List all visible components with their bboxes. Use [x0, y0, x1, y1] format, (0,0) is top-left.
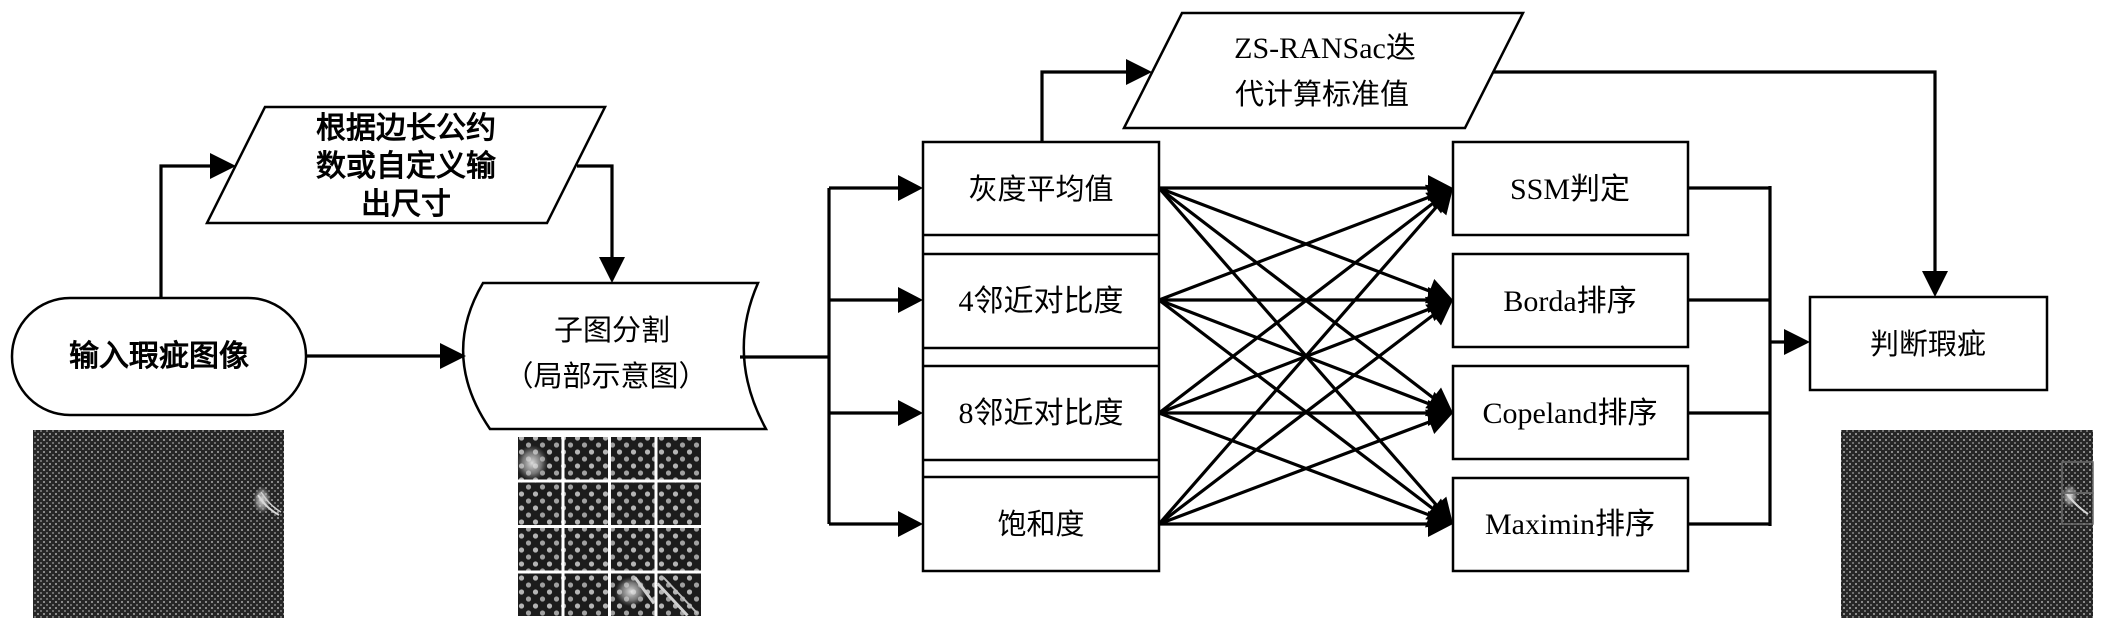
judge-defect-node[interactable]: 判断瑕疵 [1808, 295, 2049, 392]
subimage-tile-2-0 [518, 528, 562, 571]
arrowhead-icon [1922, 271, 1948, 297]
arrowhead-icon [210, 153, 236, 179]
subimage-tile-2-2 [611, 528, 655, 571]
subimage-tile-2-3 [657, 528, 701, 571]
edge-feature-1-to-method-0 [1158, 193, 1435, 302]
judge-defect-label: 判断瑕疵 [1870, 327, 1986, 361]
edge-feature-2-to-method-0 [1158, 198, 1439, 415]
ransac-line-2: 代计算标准值 [1235, 77, 1409, 111]
defect-streak-tile-3-3-a [656, 582, 689, 617]
feature-saturation[interactable]: 饱和度 [997, 507, 1084, 541]
size-parameter-node[interactable]: 根据边长公约 数或自定义输 出尺寸 [204, 105, 608, 225]
edge-features-to-ransac [1040, 70, 1128, 142]
method-ssm-label: SSM判定 [1510, 173, 1630, 206]
features-node: 灰度平均值 4邻近对比度 8邻近对比度 饱和度 [921, 140, 1161, 573]
method-copeland-label: Copeland排序 [1483, 397, 1658, 430]
subimage-tile-0-3 [657, 437, 701, 480]
subimage-split-node[interactable]: 子图分割 （局部示意图） [461, 281, 769, 431]
subimage-split-line-2: （局部示意图） [504, 359, 707, 393]
method-copeland-node[interactable]: Copeland排序 [1451, 364, 1690, 461]
method-maximin-label: Maximin排序 [1485, 508, 1655, 541]
edge-feature-3-to-method-0 [1157, 201, 1442, 526]
method-borda-node[interactable]: Borda排序 [1451, 252, 1690, 349]
edge-size-to-split [577, 164, 614, 258]
subimage-tile-1-3 [657, 482, 701, 525]
subimage-grid [516, 437, 701, 617]
feature-gray-mean[interactable]: 灰度平均值 [968, 172, 1113, 206]
arrowhead-icon [898, 400, 923, 426]
arrowhead-icon [1426, 188, 1453, 216]
edge-feature-1-to-method-3 [1158, 298, 1439, 514]
arrowhead-icon [599, 257, 625, 283]
method-borda-label: Borda排序 [1503, 285, 1636, 318]
size-parameter-line-2: 数或自定义输 [316, 149, 497, 184]
detection-box-2 [2061, 492, 2094, 525]
subimage-split-line-1: 子图分割 [554, 313, 670, 347]
defect-blob-tile-3-2 [615, 576, 647, 607]
edge-ransac-to-judge [1493, 70, 1937, 272]
size-parameter-line-3: 出尺寸 [361, 187, 451, 222]
edge-feature-0-to-method-3 [1157, 186, 1442, 511]
ransac-node[interactable]: ZS-RANSac迭 代计算标准值 [1121, 11, 1526, 130]
edge-feature-0-to-method-2 [1158, 186, 1439, 403]
edge-feature-0-to-method-1 [1158, 186, 1435, 295]
edge-feature-2-to-method-3 [1158, 411, 1435, 519]
arrowhead-icon [898, 287, 923, 313]
edge-feature-2-to-method-1 [1158, 305, 1435, 415]
arrowhead-icon [898, 511, 923, 537]
edge-input-to-size [159, 164, 212, 298]
arrowhead-icon [898, 175, 923, 201]
method-maximin-node[interactable]: Maximin排序 [1451, 476, 1690, 573]
edge-feature-1-to-method-2 [1158, 298, 1435, 408]
arrowhead-icon [1784, 329, 1810, 355]
arrowhead-icon [1425, 409, 1453, 434]
subimage-tile-1-0 [518, 482, 562, 525]
subimage-tile-0-2 [611, 437, 655, 480]
edge-feature-3-to-method-1 [1158, 310, 1439, 526]
defect-streak-tile-3-3-b [662, 576, 699, 615]
feature-8-neighbor-contrast[interactable]: 8邻近对比度 [959, 397, 1124, 430]
ransac-line-1: ZS-RANSac迭 [1234, 32, 1416, 65]
subimage-tile-0-1 [564, 437, 608, 480]
arrowhead-icon [1126, 59, 1152, 85]
edges [159, 59, 1948, 537]
arrowhead-icon [440, 343, 466, 369]
size-parameter-line-1: 根据边长公约 [316, 111, 496, 146]
feature-4-neighbor-contrast[interactable]: 4邻近对比度 [959, 285, 1124, 318]
subimage-tile-1-1 [564, 482, 608, 525]
output-detection-image [1841, 430, 2094, 618]
defect-blob-tile-0-0 [516, 445, 548, 481]
defect-streak-tile-3-2 [633, 576, 656, 605]
subimage-tile-2-1 [564, 528, 608, 571]
method-ssm-node[interactable]: SSM判定 [1451, 140, 1690, 237]
input-image-label: 输入瑕疵图像 [69, 339, 249, 374]
subimage-tile-3-1 [564, 573, 608, 616]
input-fabric-image [33, 430, 284, 618]
input-image-node[interactable]: 输入瑕疵图像 [10, 296, 308, 417]
arrowhead-icon [1428, 511, 1453, 537]
subimage-tile-3-0 [518, 573, 562, 616]
arrowhead-icon [1425, 300, 1453, 326]
subimage-tile-1-2 [611, 482, 655, 525]
edge-feature-3-to-method-2 [1158, 418, 1435, 526]
